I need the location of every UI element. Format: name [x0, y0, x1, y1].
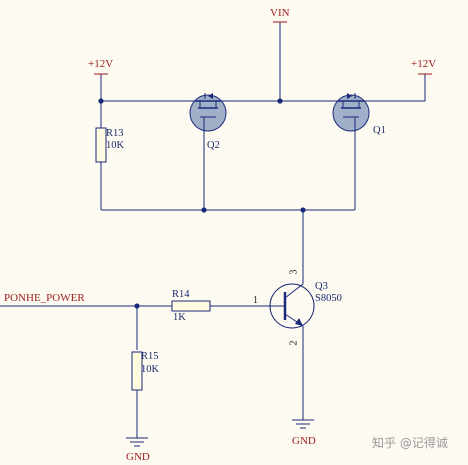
r13-designator: R13	[106, 128, 124, 139]
q3-designator: Q3	[315, 281, 328, 292]
ponhe-power-net-label: PONHE_POWER	[4, 292, 85, 304]
q1-mosfet	[332, 93, 370, 132]
gnd-symbol-q3	[292, 419, 314, 429]
watermark: 知乎 @记得诚	[372, 436, 448, 450]
r15-value: 10K	[141, 364, 160, 375]
junction-dot	[201, 207, 207, 213]
r13-resistor	[95, 127, 107, 163]
r14-designator: R14	[172, 289, 190, 300]
right-12v-label: +12V	[411, 58, 437, 70]
q3-part-number: S8050	[315, 293, 342, 304]
r14-resistor	[171, 300, 211, 312]
q3-npn-transistor	[269, 280, 315, 329]
q2-designator: Q2	[207, 140, 220, 151]
q3-pin-2: 2	[288, 340, 300, 346]
junction-dot	[98, 98, 104, 104]
gnd-q3-label: GND	[292, 435, 316, 447]
r15-designator: R15	[141, 351, 159, 362]
junction-dot	[277, 98, 283, 104]
q1-designator: Q1	[373, 125, 386, 136]
junction-dot	[300, 207, 306, 213]
q2-mosfet	[189, 93, 227, 132]
vin-label: VIN	[270, 7, 290, 19]
left-12v-label: +12V	[88, 58, 114, 70]
r13-value: 10K	[106, 140, 125, 151]
gnd-symbol-r15	[126, 437, 148, 447]
r15-resistor	[131, 351, 143, 391]
q3-pin-3: 3	[288, 269, 300, 275]
gnd-r15-label: GND	[126, 451, 150, 463]
r14-value: 1K	[173, 312, 186, 323]
q3-pin-1: 1	[253, 295, 258, 306]
junction-dot	[134, 303, 140, 309]
